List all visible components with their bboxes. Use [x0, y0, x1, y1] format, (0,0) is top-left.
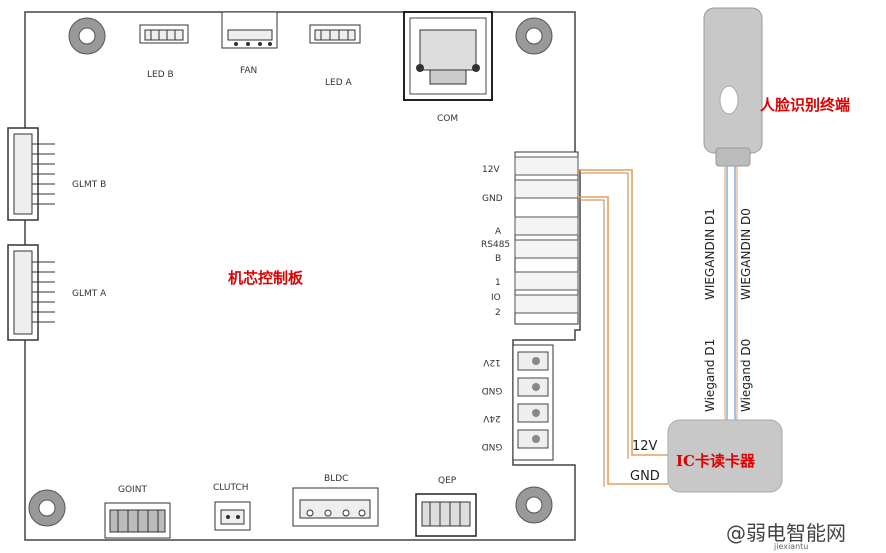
terminal-12v-label: 12V — [482, 165, 500, 175]
mounting-hole — [515, 17, 553, 55]
terminal-rs485-label: RS485 — [481, 240, 510, 250]
terminal-io2-label: 2 — [495, 308, 501, 318]
glmt-a-connector — [7, 244, 55, 341]
terminal-io-label: IO — [491, 293, 501, 303]
face-terminal-label: 人脸识别终端 — [760, 96, 850, 114]
led-a-label: LED A — [325, 78, 352, 88]
ic-reader — [667, 419, 783, 493]
com-label: COM — [437, 114, 458, 124]
power-terminal-block — [512, 344, 554, 461]
led-a-connector — [309, 24, 361, 44]
led-b-label: LED B — [147, 70, 174, 80]
bldc-label: BLDC — [324, 474, 348, 484]
led-b-connector — [139, 24, 189, 44]
signal-terminal-block — [514, 151, 579, 325]
mounting-hole — [68, 17, 106, 55]
terminal-b-label: B — [495, 254, 501, 264]
wiegand-d0-label: Wiegand D0 — [739, 339, 753, 412]
ic-reader-label: IC卡读卡器 — [676, 452, 756, 470]
face-terminal — [703, 7, 763, 167]
wire-gnd-2 — [578, 199, 605, 487]
wiegandin-d1-label: WIEGANDIN D1 — [703, 208, 717, 300]
mounting-hole — [28, 489, 66, 527]
goint-connector — [104, 502, 171, 539]
board-title: 机芯控制板 — [228, 269, 304, 287]
fan-connector — [221, 11, 278, 49]
qep-label: QEP — [438, 476, 457, 486]
power-12v-label: 12V — [482, 357, 500, 367]
wiegand-d1-label: Wiegand D1 — [703, 339, 717, 412]
wire-gnd — [578, 196, 668, 485]
watermark: @弱电智能网 — [726, 521, 846, 545]
ic-reader-12v-label: 12V — [632, 439, 658, 454]
wiegandin-d0-label: WIEGANDIN D0 — [739, 208, 753, 300]
clutch-label: CLUTCH — [213, 483, 248, 493]
fan-label: FAN — [240, 66, 257, 76]
glmt-b-connector — [7, 127, 55, 221]
power-24v-label: 24V — [482, 413, 500, 423]
wire-12v-2 — [578, 172, 629, 459]
watermark-sub: jiexiantu — [773, 542, 808, 551]
power-gnd2-label: GND — [482, 441, 503, 451]
bldc-connector — [292, 487, 379, 527]
terminal-io1-label: 1 — [495, 278, 501, 288]
goint-label: GOINT — [118, 485, 147, 495]
qep-connector — [415, 493, 477, 537]
wire-12v — [578, 169, 668, 456]
com-connector — [403, 11, 493, 101]
glmt-b-label: GLMT B — [72, 180, 106, 190]
terminal-a-label: A — [495, 227, 502, 237]
mounting-hole — [515, 486, 553, 524]
clutch-connector — [214, 501, 251, 531]
power-gnd1-label: GND — [482, 385, 503, 395]
glmt-a-label: GLMT A — [72, 289, 107, 299]
terminal-gnd-label: GND — [482, 194, 503, 204]
ic-reader-gnd-label: GND — [630, 469, 660, 484]
